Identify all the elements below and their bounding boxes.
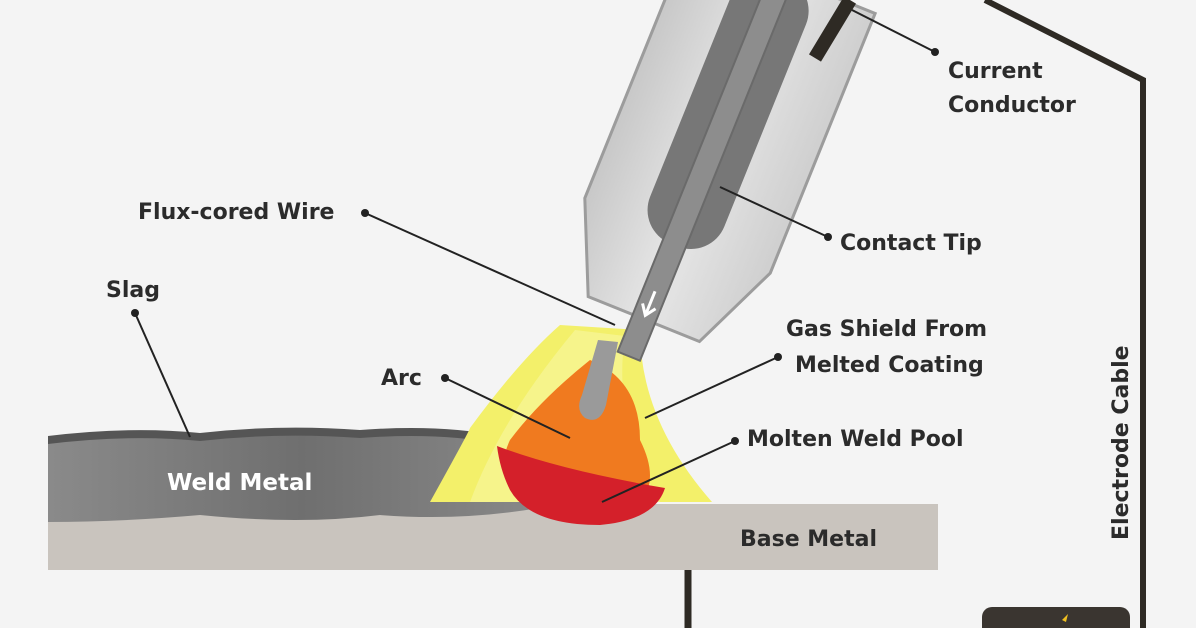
leader-molten-weld-pool xyxy=(601,440,736,503)
leader-flux-cored-wire xyxy=(364,212,616,326)
label-flux-cored-wire: Flux-cored Wire xyxy=(138,200,334,225)
label-arc: Arc xyxy=(381,366,422,391)
label-current-conductor-1: Current xyxy=(948,59,1043,84)
flux-cored-wire xyxy=(616,0,810,362)
label-contact-tip: Contact Tip xyxy=(840,231,982,256)
electrode-cable xyxy=(983,0,1146,628)
leader-dot-molten-weld-pool xyxy=(731,437,739,445)
leader-dot-arc xyxy=(441,374,449,382)
wire-molten-tip xyxy=(579,340,618,420)
leader-current-conductor xyxy=(851,9,936,53)
welding-gun xyxy=(583,0,878,362)
slag-layer xyxy=(48,427,500,444)
label-molten-weld-pool: Molten Weld Pool xyxy=(747,427,964,452)
leader-dot-gas-shield xyxy=(774,353,782,361)
label-weld-metal: Weld Metal xyxy=(167,470,312,496)
label-gas-shield-2: Melted Coating xyxy=(795,353,984,378)
label-slag: Slag xyxy=(106,278,160,303)
label-current-conductor-2: Conductor xyxy=(948,93,1076,118)
leader-dot-current-conductor xyxy=(931,48,939,56)
leader-contact-tip xyxy=(719,186,829,238)
wire-feed-arrow-icon xyxy=(641,290,657,318)
molten-weld-pool xyxy=(497,446,665,525)
leader-dot-flux-cored-wire xyxy=(361,209,369,217)
label-gas-shield-1: Gas Shield From xyxy=(786,317,987,342)
weld-metal xyxy=(48,431,555,522)
leader-slag xyxy=(134,312,191,438)
label-electrode-cable: Electrode Cable xyxy=(1109,345,1134,540)
power-source-spark-icon xyxy=(1062,614,1068,622)
leader-dot-slag xyxy=(131,309,139,317)
leader-gas-shield xyxy=(644,356,779,419)
label-base-metal: Base Metal xyxy=(740,527,877,552)
leader-dot-contact-tip xyxy=(824,233,832,241)
leader-arc xyxy=(444,377,571,439)
power-source-box xyxy=(982,607,1130,628)
current-conductor-cable xyxy=(809,0,856,62)
